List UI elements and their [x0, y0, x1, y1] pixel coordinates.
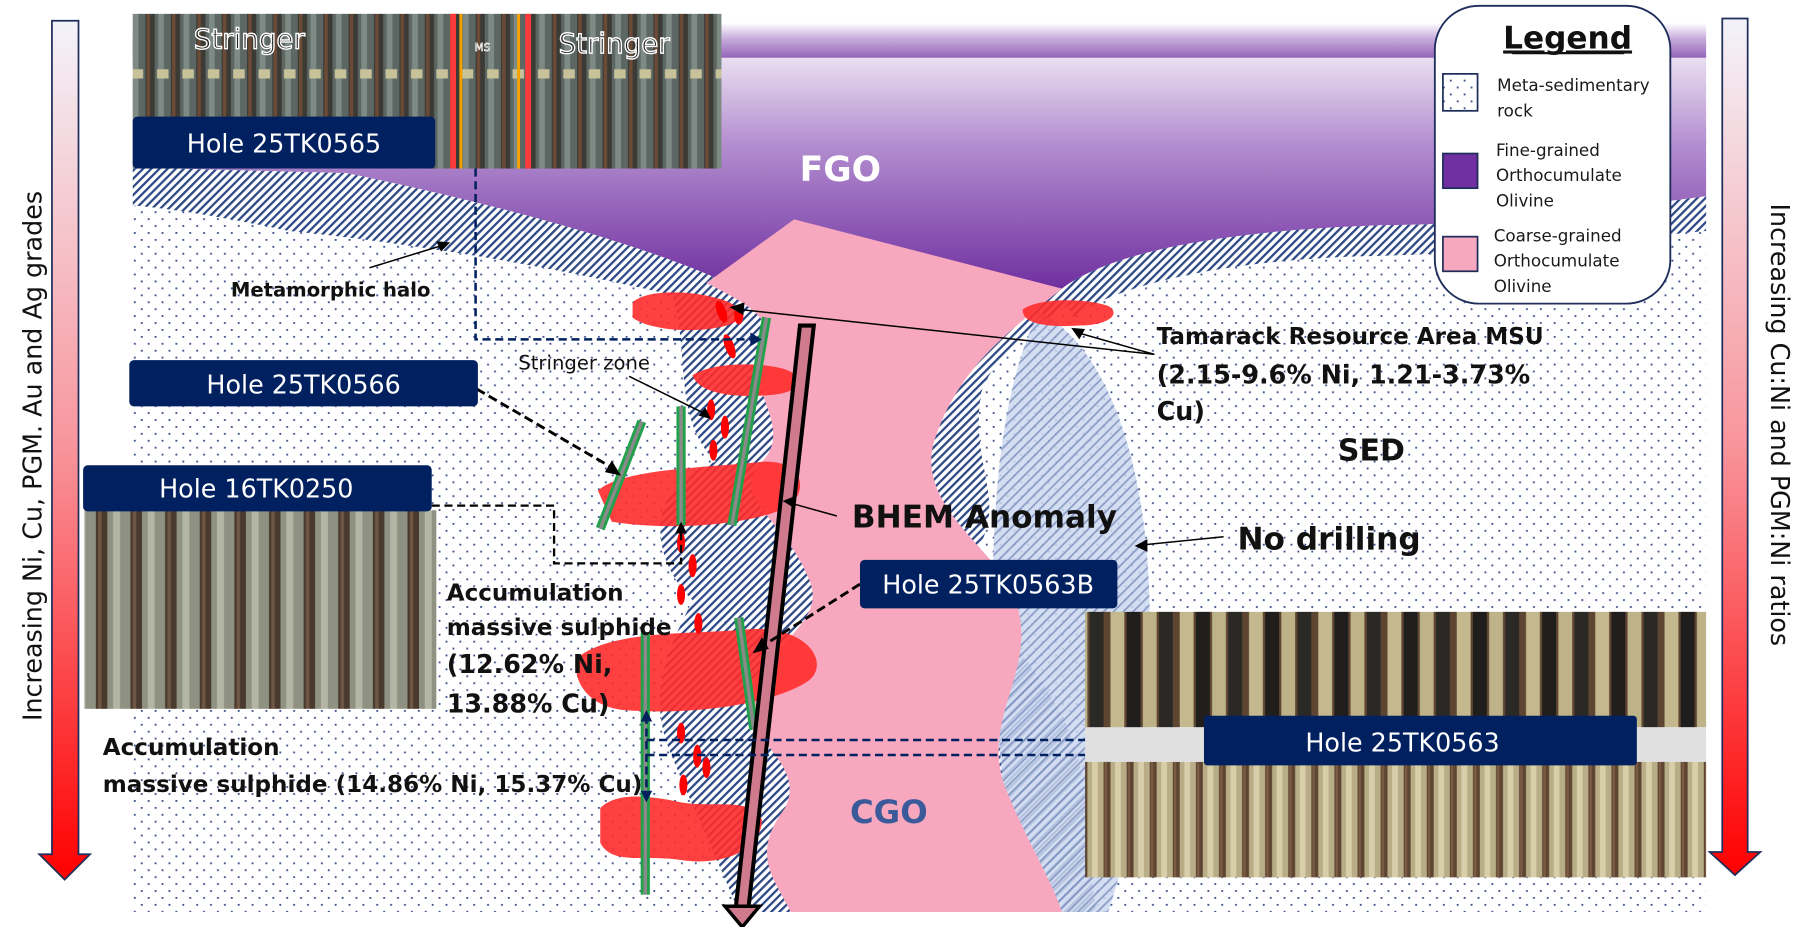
hole-label: Hole 25TK0563B [882, 569, 1094, 599]
legend-item-label: Fine-grained [1496, 140, 1600, 160]
stringer-zone-label: Stringer zone [518, 351, 650, 374]
hole-25tk0566-connector [476, 387, 613, 469]
legend-item-label: Meta-sedimentary [1497, 75, 1650, 95]
tamarack-annotation: Tamarack Resource Area MSU (2.15-9.6% Ni… [1157, 324, 1544, 426]
connector-arrowhead [752, 637, 769, 654]
hole-badge-25tk0563[interactable]: Hole 25TK0563 [1203, 715, 1637, 766]
accumulation-annotation-2: Accumulation massive sulphide (14.86% Ni… [103, 735, 643, 798]
hole-label: Hole 25TK0565 [187, 128, 381, 158]
accum1-grade: (12.62% Ni, [447, 649, 613, 679]
accumulation-annotation-1: Accumulation massive sulphide (12.62% Ni… [447, 580, 672, 718]
connector-arrowhead [604, 460, 622, 476]
sulphide-lens [632, 292, 740, 331]
legend-item-cgo: Coarse-grained Orthocumulate Olivine [1442, 225, 1622, 296]
ms-boundary [525, 13, 531, 169]
legend-swatch-cgo [1442, 235, 1479, 273]
hole-label: Hole 25TK0566 [206, 370, 400, 400]
ms-boundary [517, 13, 521, 169]
legend-item-label: Olivine [1496, 191, 1554, 211]
tamarack-grades-cont: Cu) [1157, 396, 1205, 426]
drill-trace [734, 617, 759, 731]
fgo-label: FGO [800, 150, 882, 190]
hole-25tk0563-connector [645, 715, 1207, 797]
legend-item-label: Coarse-grained [1494, 225, 1622, 245]
ms-boundary [459, 13, 463, 169]
hole-badge-25tk0563b[interactable]: Hole 25TK0563B [859, 559, 1118, 609]
no-drilling-label: No drilling [1237, 522, 1420, 558]
metamorphic-halo-left [132, 167, 739, 301]
accum1-grade: 13.88% Cu) [447, 688, 610, 718]
tamarack-grades: (2.15-9.6% Ni, 1.21-3.73% [1157, 359, 1531, 389]
hole-25tk0563b-connector [761, 582, 861, 648]
sulphide-lens [692, 364, 800, 396]
cgo-label: CGO [850, 793, 928, 831]
right-gradient-label: Increasing Cu:Ni and PGM:Ni ratios [1765, 204, 1795, 647]
accum1-line: Accumulation [447, 580, 624, 606]
legend-item-label: Olivine [1494, 276, 1552, 296]
legend-item-meta-sedimentary: Meta-sedimentary rock [1442, 73, 1650, 121]
core-label-stringer: Stringer [559, 27, 671, 60]
tamarack-title: Tamarack Resource Area MSU [1157, 324, 1544, 350]
ratio-gradient-arrow-right: Increasing Cu:Ni and PGM:Ni ratios [1707, 17, 1795, 877]
metamorphic-halo-label: Metamorphic halo [231, 279, 431, 302]
legend-swatch-dots [1442, 73, 1479, 112]
hole-badge-25tk0565[interactable]: Hole 25TK0565 [132, 116, 436, 169]
hole-label: Hole 16TK0250 [159, 474, 353, 504]
accum1-line: massive sulphide [447, 615, 672, 641]
connector-arrowhead [640, 709, 653, 722]
hole-16tk0250-connector [431, 504, 683, 565]
connector-arrowhead [750, 332, 762, 347]
leader-lines [369, 244, 1224, 546]
left-gradient-label: Increasing Ni, Cu, PGM. Au and Ag grades [18, 191, 48, 721]
connector-arrowhead [675, 521, 687, 534]
drill-traces [595, 316, 772, 895]
core-label-stringer: Stringer [194, 22, 306, 55]
legend-item-fgo: Fine-grained Orthocumulate Olivine [1442, 140, 1622, 211]
core-photo-25tk0563 [1085, 611, 1707, 878]
accum2-line: massive sulphide (14.86% Ni, 15.37% Cu) [103, 772, 643, 798]
hole-label: Hole 25TK0563 [1305, 728, 1499, 758]
drill-trace [727, 316, 772, 527]
hole-badge-25tk0566[interactable]: Hole 25TK0566 [129, 360, 478, 407]
sulphide-lens [600, 796, 762, 862]
connector-arrowhead [640, 790, 653, 803]
hole-25tk0565-connector [474, 168, 757, 341]
drill-trace [595, 419, 647, 531]
legend-item-label: rock [1497, 101, 1533, 121]
leader-arrowheads [436, 241, 1148, 552]
legend-item-label: Orthocumulate [1494, 251, 1620, 271]
sulphide-lens [597, 461, 801, 527]
legend-title: Legend [1503, 20, 1632, 56]
planned-hole-arrow [721, 323, 817, 930]
sed-label: SED [1338, 434, 1405, 469]
ms-boundary [450, 13, 456, 169]
hole-badge-16tk0250[interactable]: Hole 16TK0250 [83, 465, 432, 512]
legend-item-label: Orthocumulate [1496, 165, 1622, 185]
legend-swatch-fgo [1442, 152, 1479, 190]
core-label-ms: MS [475, 42, 491, 54]
grade-gradient-arrow-left: Increasing Ni, Cu, PGM. Au and Ag grades [18, 19, 93, 881]
accum2-line: Accumulation [103, 735, 280, 761]
bhem-anomaly-label: BHEM Anomaly [852, 500, 1117, 536]
sulphide-lens-tamarack [1022, 300, 1114, 327]
legend: Legend Meta-sedimentary rock Fine-graine… [1433, 4, 1672, 305]
core-photo-16tk0250 [84, 510, 437, 709]
